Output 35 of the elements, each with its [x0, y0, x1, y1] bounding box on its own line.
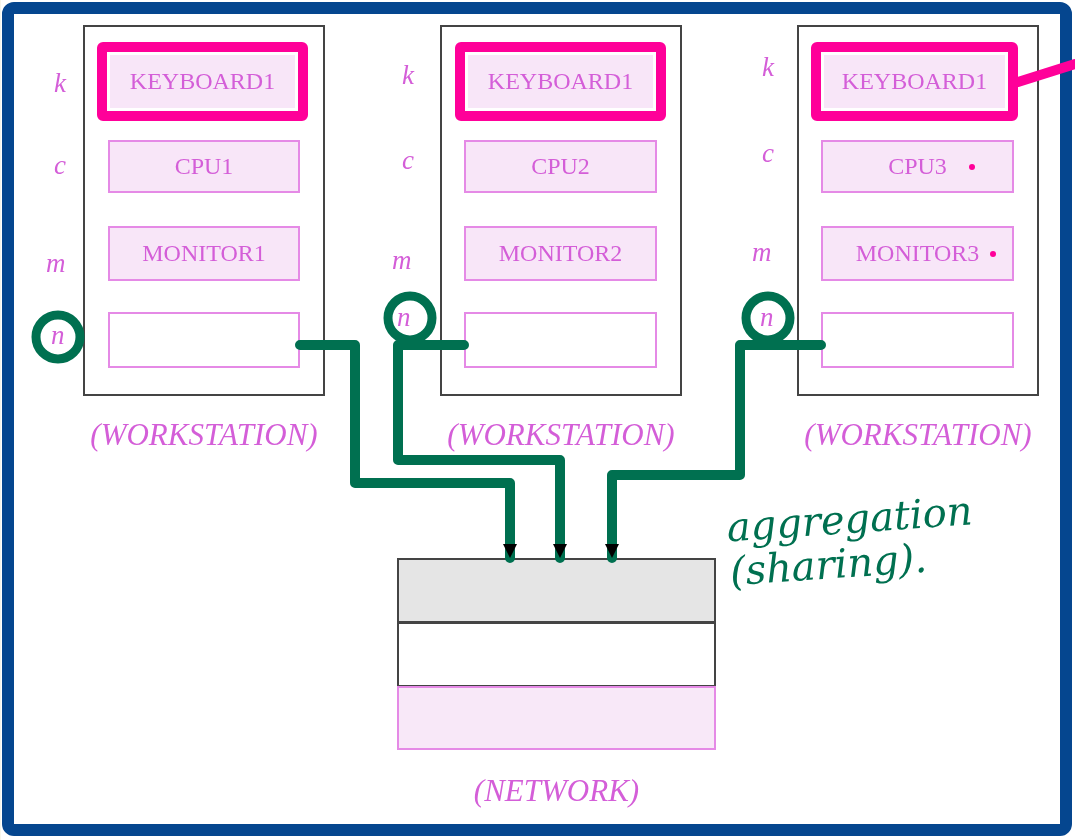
row-letter: k: [762, 52, 774, 83]
row-letter: n: [397, 302, 411, 333]
component-box: CPU3: [821, 140, 1014, 193]
row-letter: m: [46, 248, 66, 279]
highlighted-component-box: KEYBOARD1: [811, 42, 1018, 121]
component-box: MONITOR2: [464, 226, 657, 281]
component-box: CPU1: [108, 140, 300, 193]
group-caption: (WORKSTATION): [89, 417, 319, 453]
highlighted-component-box: KEYBOARD1: [97, 42, 308, 121]
component-box: CPU2: [464, 140, 657, 193]
connector-arrow: [605, 340, 826, 563]
network-section: [397, 558, 716, 623]
network-section: [397, 686, 716, 750]
connector-arrow: [393, 340, 567, 563]
row-letter: m: [392, 245, 412, 276]
component-box: [821, 312, 1014, 368]
row-letter: c: [402, 145, 414, 176]
group-caption: (NETWORK): [472, 773, 641, 809]
connector-arrow: [295, 340, 517, 563]
network-section: [397, 622, 716, 687]
row-letter: c: [762, 138, 774, 169]
group-caption: (WORKSTATION): [446, 417, 676, 453]
row-letter: k: [402, 60, 414, 91]
row-letter: n: [51, 320, 65, 351]
component-box: [464, 312, 657, 368]
component-box: [108, 312, 300, 368]
group-caption: (WORKSTATION): [803, 417, 1033, 453]
row-letter: n: [760, 302, 774, 333]
row-letter: c: [54, 150, 66, 181]
highlighted-component-box: KEYBOARD1: [455, 42, 666, 121]
handwritten-note: aggregation (sharing).: [725, 486, 975, 594]
row-letter: k: [54, 68, 66, 99]
component-box: MONITOR3: [821, 226, 1014, 281]
component-box: MONITOR1: [108, 226, 300, 281]
row-letter: m: [752, 237, 772, 268]
